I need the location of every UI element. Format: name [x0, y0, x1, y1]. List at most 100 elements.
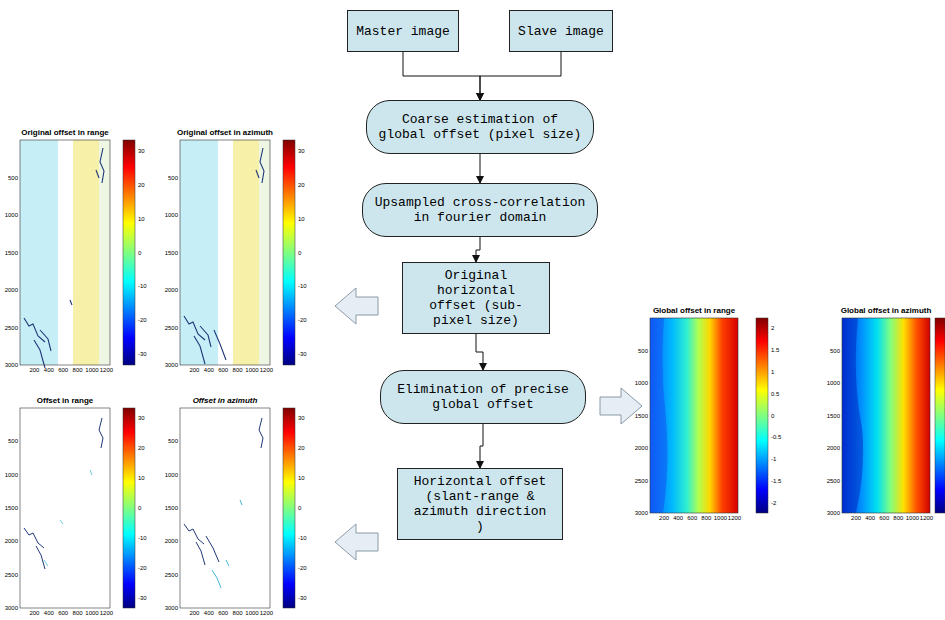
axis-tick: 1000: [165, 212, 178, 219]
colorbar-tick: -30: [298, 595, 307, 602]
axis-tick: 800: [233, 367, 243, 374]
flow-arrow: [480, 52, 561, 100]
axis-tick: 2500: [165, 571, 178, 578]
axis-tick: 500: [8, 174, 18, 181]
heatmap-offset-range: [20, 408, 135, 608]
colorbar-tick: 1.5: [771, 346, 779, 353]
axis-tick: 1200: [920, 515, 933, 522]
axis-tick: 1200: [100, 610, 113, 617]
axis-tick: 1500: [635, 412, 648, 419]
axis-tick: 1500: [165, 249, 178, 256]
axis-tick: 1000: [245, 610, 258, 617]
node-label: Upsampled cross-correlation in fourier d…: [371, 195, 589, 225]
node-label: Horizontal offset (slant-range & azimuth…: [406, 474, 554, 534]
axis-tick: 400: [44, 367, 54, 374]
node-label: Coarse estimation of global offset (pixe…: [375, 112, 585, 142]
heatmap-global-range: [650, 318, 768, 513]
colorbar-tick: 30: [138, 415, 145, 422]
colorbar-tick: -20: [298, 317, 307, 324]
plot-title: Global offset in azimuth: [841, 306, 932, 315]
axis-tick: 200: [659, 515, 669, 522]
axis-tick: 1000: [906, 515, 919, 522]
axis-tick: 600: [58, 367, 68, 374]
plot-title: Original offset in azimuth: [177, 128, 273, 137]
colorbar-tick: -20: [138, 565, 147, 572]
colorbar-tick: 20: [298, 182, 305, 189]
colorbar-tick: -30: [138, 350, 147, 357]
axis-tick: 1200: [260, 367, 273, 374]
node-label: Elimination of precise global offset: [389, 382, 577, 412]
axis-tick: 1000: [635, 380, 648, 387]
axis-tick: 1000: [85, 367, 98, 374]
colorbar-tick: -30: [298, 350, 307, 357]
axis-tick: 200: [189, 610, 199, 617]
axis-tick: 1000: [827, 380, 840, 387]
axis-tick: 600: [218, 610, 228, 617]
axis-tick: 2000: [5, 538, 18, 545]
colorbar-tick: -10: [138, 283, 147, 290]
colorbar-tick: -20: [298, 565, 307, 572]
plot-title: Offset in range: [37, 396, 93, 405]
node-label: Master image: [356, 24, 450, 39]
colorbar-tick: -1: [771, 456, 776, 463]
colorbar-tick: 10: [298, 215, 305, 222]
axis-tick: 2000: [827, 445, 840, 452]
node-label: Original horizontal offset (sub-pixel si…: [411, 268, 541, 328]
heatmap-original-azimuth: [180, 140, 295, 365]
axis-tick: 1500: [165, 505, 178, 512]
hollow-arrow: [600, 388, 642, 424]
axis-tick: 3000: [827, 510, 840, 517]
process-box: Original horizontal offset (sub-pixel si…: [402, 262, 550, 334]
heatmap-offset-azimuth: [180, 408, 295, 608]
flow-arrow: [476, 237, 480, 262]
axis-tick: 200: [29, 367, 39, 374]
axis-tick: 1200: [260, 610, 273, 617]
colorbar-tick: -10: [138, 535, 147, 542]
axis-tick: 400: [44, 610, 54, 617]
axis-tick: 500: [168, 438, 178, 445]
axis-tick: 600: [879, 515, 889, 522]
axis-tick: 800: [233, 610, 243, 617]
axis-tick: 3000: [165, 362, 178, 369]
flow-arrow: [480, 424, 483, 468]
colorbar-tick: -10: [298, 535, 307, 542]
colorbar-tick: 30: [298, 148, 305, 155]
process-rounded-box: Upsampled cross-correlation in fourier d…: [362, 183, 598, 237]
plot-title: Global offset in range: [653, 306, 735, 315]
colorbar-tick: 30: [298, 415, 305, 422]
axis-tick: 800: [73, 610, 83, 617]
flow-arrow: [480, 154, 481, 183]
colorbar-tick: -30: [138, 595, 147, 602]
axis-tick: 1200: [728, 515, 741, 522]
axis-tick: 600: [687, 515, 697, 522]
process-rounded-box: Elimination of precise global offset: [380, 370, 586, 424]
axis-tick: 2000: [165, 287, 178, 294]
axis-tick: 1000: [245, 367, 258, 374]
colorbar-tick: 10: [138, 215, 145, 222]
colorbar-tick: 10: [138, 475, 145, 482]
process-box: Slave image: [509, 10, 613, 52]
axis-tick: 2000: [5, 287, 18, 294]
axis-tick: 2500: [635, 477, 648, 484]
axis-tick: 200: [851, 515, 861, 522]
plot-title: Original offset in range: [21, 128, 109, 137]
colorbar-tick: 10: [298, 475, 305, 482]
heatmap-global-azimuth: [842, 318, 945, 513]
colorbar-tick: 30: [138, 148, 145, 155]
flow-arrow: [476, 334, 483, 370]
axis-tick: 2500: [5, 324, 18, 331]
axis-tick: 500: [638, 347, 648, 354]
hollow-arrow: [335, 288, 378, 324]
axis-tick: 1000: [5, 212, 18, 219]
colorbar-tick: -0.5: [771, 434, 781, 441]
axis-tick: 3000: [5, 605, 18, 612]
colorbar-tick: 2: [771, 324, 774, 331]
axis-tick: 500: [8, 438, 18, 445]
flow-arrow: [403, 52, 480, 100]
process-box: Horizontal offset (slant-range & azimuth…: [397, 468, 563, 540]
axis-tick: 1500: [827, 412, 840, 419]
colorbar-tick: 20: [298, 445, 305, 452]
axis-tick: 400: [865, 515, 875, 522]
axis-tick: 1500: [5, 249, 18, 256]
